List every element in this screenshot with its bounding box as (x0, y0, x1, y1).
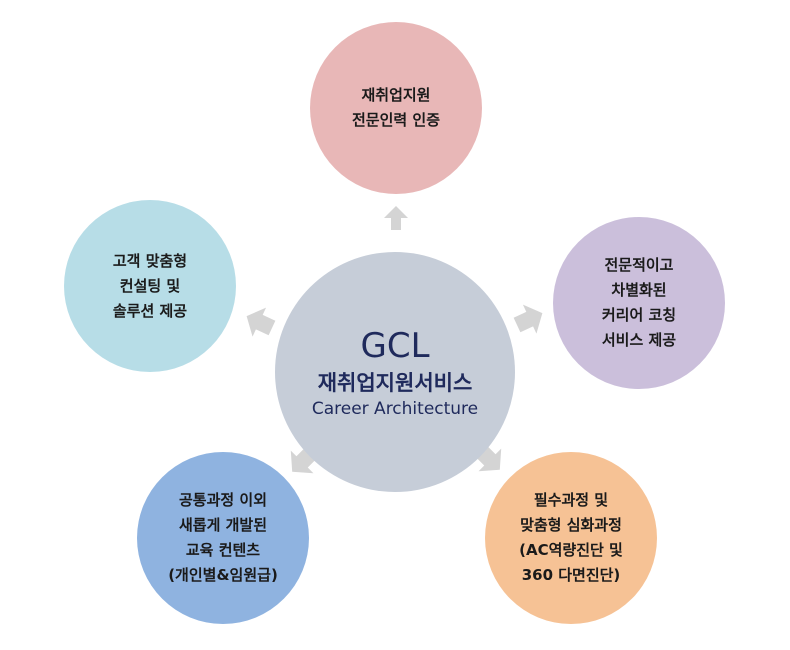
node-line: 새롭게 개발된 (178, 516, 268, 534)
node-line: 360 다면진단) (521, 566, 621, 584)
node-line: 고객 맞춤형 (112, 251, 188, 270)
node-line: 공통과정 이외 (178, 491, 268, 509)
node-line: (AC역량진단 및 (519, 541, 623, 559)
node-line: 솔루션 제공 (112, 301, 188, 320)
node-line: 서비스 제공 (601, 331, 677, 349)
node-line: 전문적이고 (604, 256, 674, 274)
node-line: 필수과정 및 (533, 491, 609, 509)
node-line: 맞춤형 심화과정 (520, 516, 622, 534)
center-title: GCL (360, 326, 430, 366)
node-line: 전문인력 인증 (351, 111, 441, 129)
center-subtitle: 재취업지원서비스 (317, 371, 473, 395)
center-english: Career Architecture (311, 399, 479, 419)
node-line: (개인별&임원급) (168, 566, 278, 584)
center-node: GCL 재취업지원서비스 Career Architecture (275, 252, 515, 492)
node-line: 컨설팅 및 (119, 276, 181, 295)
arrow-up-icon (384, 206, 408, 230)
arrow-left-icon (246, 307, 276, 337)
node-line: 교육 컨텐츠 (185, 541, 261, 559)
arrow-right-icon (513, 304, 543, 334)
node-line: 재취업지원 (361, 86, 431, 104)
node-line: 커리어 코칭 (601, 306, 677, 324)
node-line: 차별화된 (611, 281, 667, 299)
